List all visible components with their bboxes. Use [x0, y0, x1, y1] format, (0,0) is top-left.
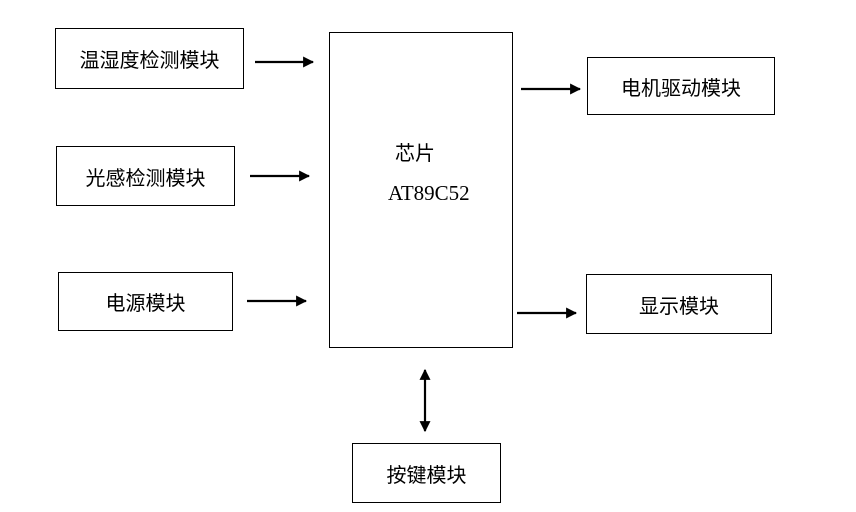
motor-driver-module-box: 电机驱动模块 — [587, 57, 775, 115]
key-module-box: 按键模块 — [352, 443, 501, 503]
motor-driver-module-label: 电机驱动模块 — [621, 75, 741, 100]
light-sensor-module-label: 光感检测模块 — [85, 165, 206, 190]
chip-name-label: 芯片 — [395, 141, 435, 165]
display-module-label: 显示模块 — [639, 293, 719, 318]
chip-model-label: AT89C52 — [388, 181, 470, 205]
temp-humidity-module-box: 温湿度检测模块 — [55, 28, 244, 89]
key-module-label: 按键模块 — [386, 462, 467, 487]
power-module-label: 电源模块 — [105, 291, 186, 315]
power-module-box: 电源模块 — [58, 272, 233, 331]
chip-box: 芯片 AT89C52 — [329, 32, 513, 348]
temp-humidity-module-label: 温湿度检测模块 — [79, 48, 220, 72]
display-module-box: 显示模块 — [586, 274, 772, 334]
light-sensor-module-box: 光感检测模块 — [56, 146, 235, 206]
